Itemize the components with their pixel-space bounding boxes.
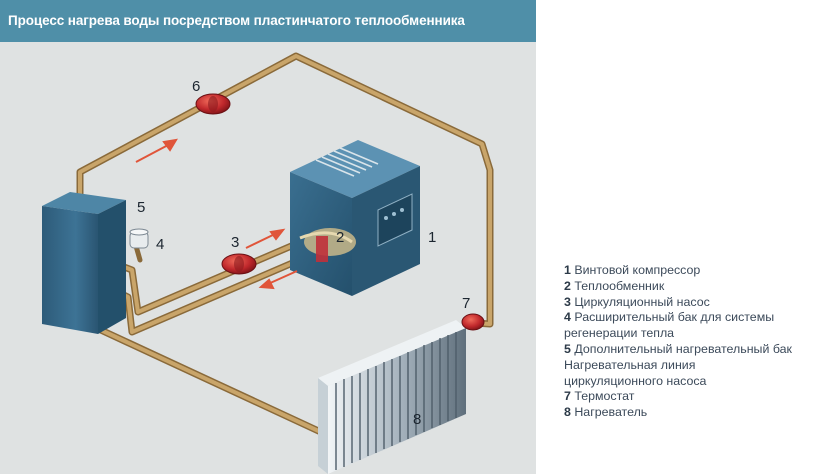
legend-item: 4 Расширительный бак для системы [564, 310, 775, 325]
callout-1: 1 [428, 229, 436, 246]
legend-item: 3 Циркуляционный насос [564, 294, 710, 309]
callout-8: 8 [413, 411, 421, 428]
legend-item: 2 Теплообменник [564, 278, 665, 293]
callout-2: 2 [336, 229, 344, 246]
callout-6: 6 [192, 78, 200, 95]
callout-7: 7 [462, 295, 470, 312]
legend-item: циркуляционного насоса [564, 373, 707, 388]
pipe-heat-recovery [102, 234, 322, 336]
page-title: Процесс нагрева воды посредством пластин… [8, 13, 465, 28]
thermostat-7 [461, 313, 485, 331]
circulation-pump-3 [221, 253, 257, 275]
callout-5: 5 [137, 199, 145, 216]
heating-diagram: 6 5 4 3 2 1 7 8 [42, 52, 494, 474]
flow-arrows [135, 138, 298, 290]
legend-item: 1 Винтовой компрессор [564, 263, 701, 277]
legend-item: 8 Нагреватель [564, 405, 648, 420]
circulation-pump-6 [195, 93, 231, 115]
callout-4: 4 [156, 236, 164, 253]
header-bar: Процесс нагрева воды посредством пластин… [0, 0, 536, 42]
radiator [318, 320, 466, 474]
expansion-tank [129, 228, 149, 249]
screw-compressor [290, 140, 420, 296]
legend-item: Нагревательная линия [564, 357, 696, 372]
callout-3: 3 [231, 234, 239, 251]
plate-heat-exchanger [299, 228, 356, 262]
legend: 1 Винтовой компрессор 2 Теплообменник 3 … [564, 263, 792, 421]
heating-tank [42, 192, 126, 334]
pipe-main-loop [76, 52, 494, 438]
legend-item: 5 Дополнительный нагревательный бак [564, 341, 792, 356]
legend-item: 7 Термостат [564, 389, 635, 404]
legend-item: регенерации тепла [564, 326, 675, 341]
